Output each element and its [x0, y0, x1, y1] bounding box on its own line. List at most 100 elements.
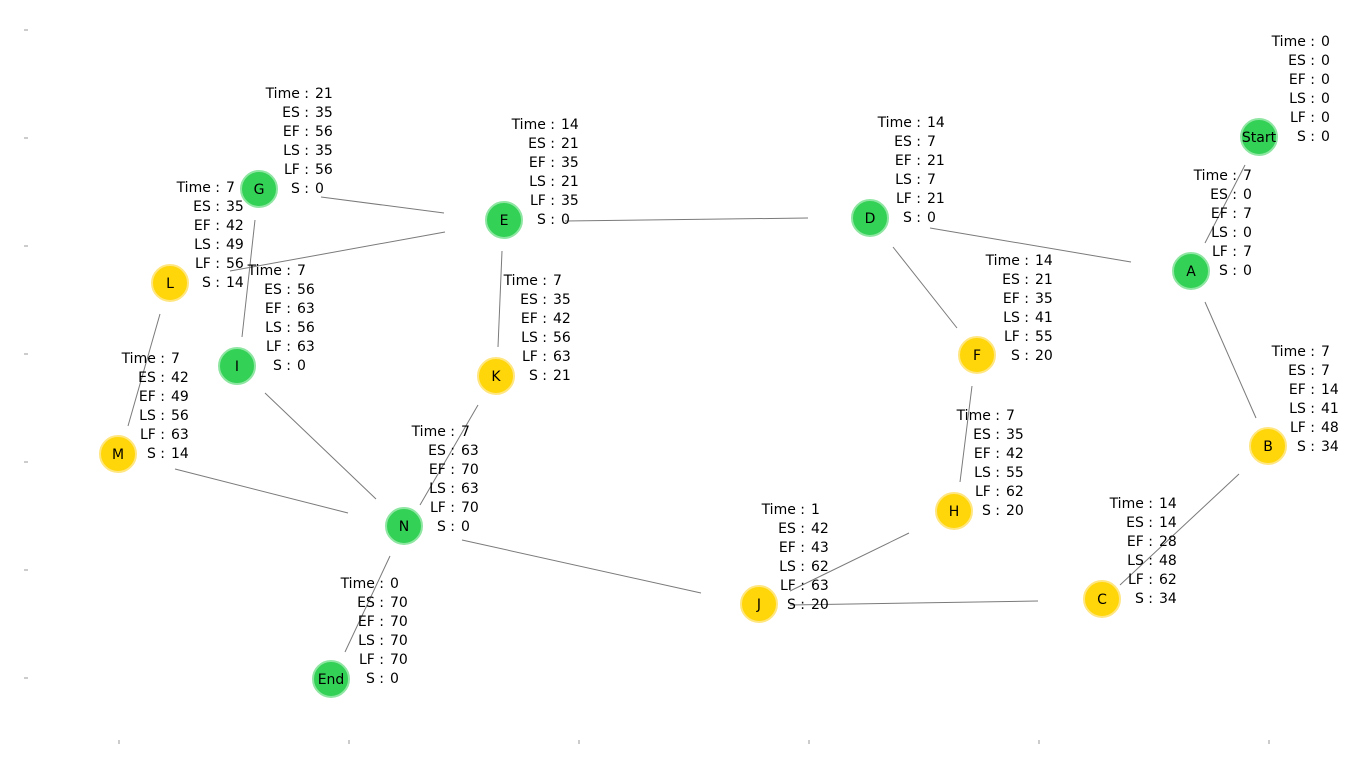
info-value-ef: 42: [1006, 446, 1024, 462]
node-label-a: A: [1186, 264, 1196, 280]
node-e[interactable]: E: [485, 201, 523, 239]
edge-k-n: [419, 404, 479, 506]
node-h[interactable]: H: [935, 492, 973, 530]
info-value-lf: 63: [553, 349, 571, 365]
info-value-time: 7: [297, 263, 306, 279]
node-d[interactable]: D: [851, 199, 889, 237]
edge-f-h: [959, 385, 973, 483]
info-label-ls: LS :: [521, 330, 547, 346]
info-label-lf: LF :: [1128, 572, 1153, 588]
info-label-lf: LF :: [522, 349, 547, 365]
info-label-time: Time :: [1193, 168, 1237, 184]
info-value-ef: 56: [315, 124, 333, 140]
info-label-ef: EF :: [1289, 382, 1315, 398]
node-circle-n: [385, 507, 423, 545]
node-f[interactable]: F: [958, 336, 996, 374]
node-g[interactable]: G: [240, 170, 278, 208]
edge-e-k: [497, 250, 503, 348]
info-label-lf: LF :: [359, 652, 384, 668]
info-value-ef: 43: [811, 540, 829, 556]
info-value-es: 42: [171, 370, 189, 386]
info-value-ls: 41: [1035, 310, 1053, 326]
node-k[interactable]: K: [477, 357, 515, 395]
info-label-lf: LF :: [1004, 329, 1029, 345]
info-label-s: S :: [1011, 348, 1029, 364]
info-value-ef: 14: [1321, 382, 1339, 398]
info-value-lf: 63: [297, 339, 315, 355]
node-c[interactable]: C: [1083, 580, 1121, 618]
info-label-ef: EF :: [1289, 72, 1315, 88]
info-value-ef: 42: [553, 311, 571, 327]
edges-layer: [127, 164, 1257, 653]
info-label-ef: EF :: [139, 389, 165, 405]
info-value-es: 21: [1035, 272, 1053, 288]
info-label-ef: EF :: [895, 153, 921, 169]
info-value-s: 14: [171, 446, 189, 462]
info-value-es: 63: [461, 443, 479, 459]
node-circle-e: [485, 201, 523, 239]
node-b[interactable]: B: [1249, 427, 1287, 465]
info-value-lf: 63: [811, 578, 829, 594]
info-label-time: Time :: [985, 253, 1029, 269]
info-label-ls: LS :: [1289, 401, 1315, 417]
node-start[interactable]: Start: [1240, 118, 1278, 156]
info-label-s: S :: [787, 597, 805, 613]
info-value-es: 42: [811, 521, 829, 537]
info-value-lf: 62: [1006, 484, 1024, 500]
node-label-l: L: [166, 276, 174, 292]
info-label-time: Time :: [411, 424, 455, 440]
node-circle-end: [312, 660, 350, 698]
edge-l-m: [127, 313, 161, 427]
info-label-es: ES :: [1210, 187, 1237, 203]
edge-a-b: [1204, 301, 1257, 419]
info-value-s: 0: [297, 358, 306, 374]
node-i[interactable]: I: [218, 347, 256, 385]
info-label-time: Time :: [511, 117, 555, 133]
node-m[interactable]: M: [99, 435, 137, 473]
info-label-lf: LF :: [1212, 244, 1237, 260]
node-info-start: Time :0ES :0EF :0LS :0LF :0S :0: [1271, 34, 1330, 145]
info-value-es: 0: [1321, 53, 1330, 69]
node-label-j: J: [756, 597, 761, 613]
node-label-g: G: [254, 182, 265, 198]
edge-e-l: [229, 231, 446, 272]
info-label-time: Time :: [247, 263, 291, 279]
info-label-es: ES :: [357, 595, 384, 611]
info-label-ls: LS :: [1289, 91, 1315, 107]
info-value-time: 7: [1321, 344, 1330, 360]
info-value-es: 35: [315, 105, 333, 121]
info-label-s: S :: [1219, 263, 1237, 279]
info-label-es: ES :: [894, 134, 921, 150]
node-l[interactable]: L: [151, 264, 189, 302]
info-label-ef: EF :: [283, 124, 309, 140]
info-value-time: 14: [1035, 253, 1053, 269]
node-circle-c: [1083, 580, 1121, 618]
axis-ticks: [24, 29, 1270, 744]
info-value-time: 7: [171, 351, 180, 367]
info-value-s: 20: [1035, 348, 1053, 364]
node-label-e: E: [500, 213, 509, 229]
info-label-s: S :: [1297, 129, 1315, 145]
info-value-ef: 35: [1035, 291, 1053, 307]
node-end[interactable]: End: [312, 660, 350, 698]
edge-start-a: [1204, 164, 1246, 244]
node-circle-start: [1240, 118, 1278, 156]
info-value-ef: 49: [171, 389, 189, 405]
info-value-ls: 41: [1321, 401, 1339, 417]
node-n[interactable]: N: [385, 507, 423, 545]
node-j[interactable]: J: [740, 585, 778, 623]
info-value-lf: 70: [461, 500, 479, 516]
info-value-s: 34: [1321, 439, 1339, 455]
edge-i-n: [264, 392, 377, 500]
info-value-ef: 7: [1243, 206, 1252, 222]
info-label-time: Time :: [1109, 496, 1153, 512]
edge-g-i: [241, 219, 256, 338]
info-value-s: 0: [1243, 263, 1252, 279]
node-a[interactable]: A: [1172, 252, 1210, 290]
